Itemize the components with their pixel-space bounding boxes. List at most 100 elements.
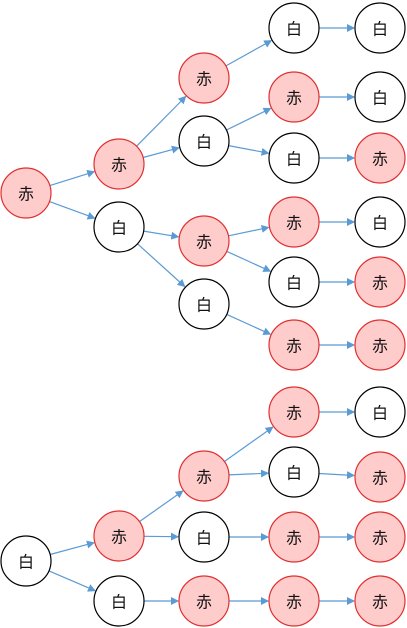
node-label: 白 <box>111 219 127 238</box>
tree-node-level-1: 白 <box>93 201 145 253</box>
node-label: 赤 <box>196 468 212 487</box>
red-node-circle <box>268 575 320 627</box>
branch-arrow <box>142 145 180 159</box>
red-node-circle <box>354 132 406 184</box>
tree-node-level-4: 赤 <box>354 451 406 503</box>
tree-node-level-4: 白 <box>354 386 406 438</box>
tree-node-level-2: 白 <box>178 511 230 563</box>
node-label: 赤 <box>196 593 212 612</box>
tree-node-level-3: 赤 <box>268 71 320 123</box>
node-label: 赤 <box>286 337 302 356</box>
node-label: 赤 <box>111 156 127 175</box>
node-label: 白 <box>286 274 302 293</box>
white-node-circle <box>354 196 406 248</box>
tree-node-level-2: 赤 <box>178 215 230 267</box>
white-node-circle <box>268 256 320 308</box>
red-node-circle <box>268 196 320 248</box>
tree-node-level-2: 赤 <box>178 575 230 627</box>
node-label: 赤 <box>18 185 34 204</box>
node-label: 赤 <box>372 529 388 548</box>
tree-node-level-1: 赤 <box>93 138 145 190</box>
tree-node-level-4: 白 <box>354 2 406 54</box>
node-label: 白 <box>372 20 388 39</box>
branch-arrow <box>48 570 97 592</box>
node-label: 赤 <box>196 233 212 252</box>
node-label: 白 <box>196 296 212 315</box>
tree-node-level-3: 赤 <box>268 196 320 248</box>
white-node-circle <box>354 71 406 123</box>
branch-arrow <box>318 471 355 480</box>
edges-layer <box>48 24 355 605</box>
node-label: 白 <box>286 20 302 39</box>
tree-node-level-3: 赤 <box>268 386 320 438</box>
node-label: 白 <box>372 89 388 108</box>
node-label: 赤 <box>372 469 388 488</box>
white-node-circle <box>178 115 230 167</box>
tree-node-level-4: 赤 <box>354 319 406 371</box>
tree-node-level-1: 赤 <box>93 510 145 562</box>
tree-root-node: 白 <box>0 535 52 587</box>
node-label: 赤 <box>286 89 302 108</box>
tree-node-level-3: 赤 <box>268 319 320 371</box>
tree-node-level-3: 白 <box>268 2 320 54</box>
tree-node-level-2: 白 <box>178 115 230 167</box>
tree-root-node: 赤 <box>0 167 52 219</box>
branch-arrow <box>226 313 272 335</box>
node-label: 赤 <box>372 337 388 356</box>
node-label: 白 <box>286 150 302 169</box>
tree-node-level-4: 赤 <box>354 575 406 627</box>
node-label: 赤 <box>286 404 302 423</box>
tree-node-level-2: 白 <box>178 278 230 330</box>
white-node-circle <box>178 511 230 563</box>
red-node-circle <box>354 256 406 308</box>
red-node-circle <box>93 138 145 190</box>
tree-node-level-2: 赤 <box>178 450 230 502</box>
red-node-circle <box>354 319 406 371</box>
red-node-circle <box>354 575 406 627</box>
branch-arrow <box>137 243 186 288</box>
white-node-circle <box>268 2 320 54</box>
red-node-circle <box>178 575 230 627</box>
red-node-circle <box>268 319 320 371</box>
tree-node-level-1: 白 <box>93 575 145 627</box>
node-label: 赤 <box>286 529 302 548</box>
branch-arrow <box>139 490 184 523</box>
white-node-circle <box>0 535 52 587</box>
red-node-circle <box>268 511 320 563</box>
node-label: 赤 <box>196 70 212 89</box>
tree-node-level-3: 白 <box>268 446 320 498</box>
white-node-circle <box>93 201 145 253</box>
node-label: 白 <box>18 553 34 572</box>
node-label: 赤 <box>372 274 388 293</box>
tree-node-level-4: 赤 <box>354 256 406 308</box>
branch-arrow <box>228 469 269 478</box>
tree-node-level-4: 赤 <box>354 511 406 563</box>
red-node-circle <box>178 450 230 502</box>
node-label: 白 <box>111 593 127 612</box>
branch-arrow <box>226 250 272 272</box>
red-node-circle <box>178 52 230 104</box>
tree-node-level-3: 白 <box>268 256 320 308</box>
node-label: 赤 <box>286 593 302 612</box>
branch-arrow <box>143 230 180 240</box>
node-label: 白 <box>196 529 212 548</box>
white-node-circle <box>93 575 145 627</box>
node-label: 白 <box>372 214 388 233</box>
tree-node-level-3: 赤 <box>268 575 320 627</box>
branch-arrow <box>49 201 96 220</box>
node-label: 白 <box>196 133 212 152</box>
white-node-circle <box>354 386 406 438</box>
node-label: 赤 <box>372 593 388 612</box>
white-node-circle <box>268 446 320 498</box>
red-node-circle <box>354 511 406 563</box>
branch-arrow <box>226 107 272 131</box>
white-node-circle <box>354 2 406 54</box>
node-label: 赤 <box>111 528 127 547</box>
branch-arrow <box>228 224 270 237</box>
red-node-circle <box>0 167 52 219</box>
tree-node-level-2: 赤 <box>178 52 230 104</box>
node-label: 白 <box>372 404 388 423</box>
tree-node-level-4: 赤 <box>354 132 406 184</box>
